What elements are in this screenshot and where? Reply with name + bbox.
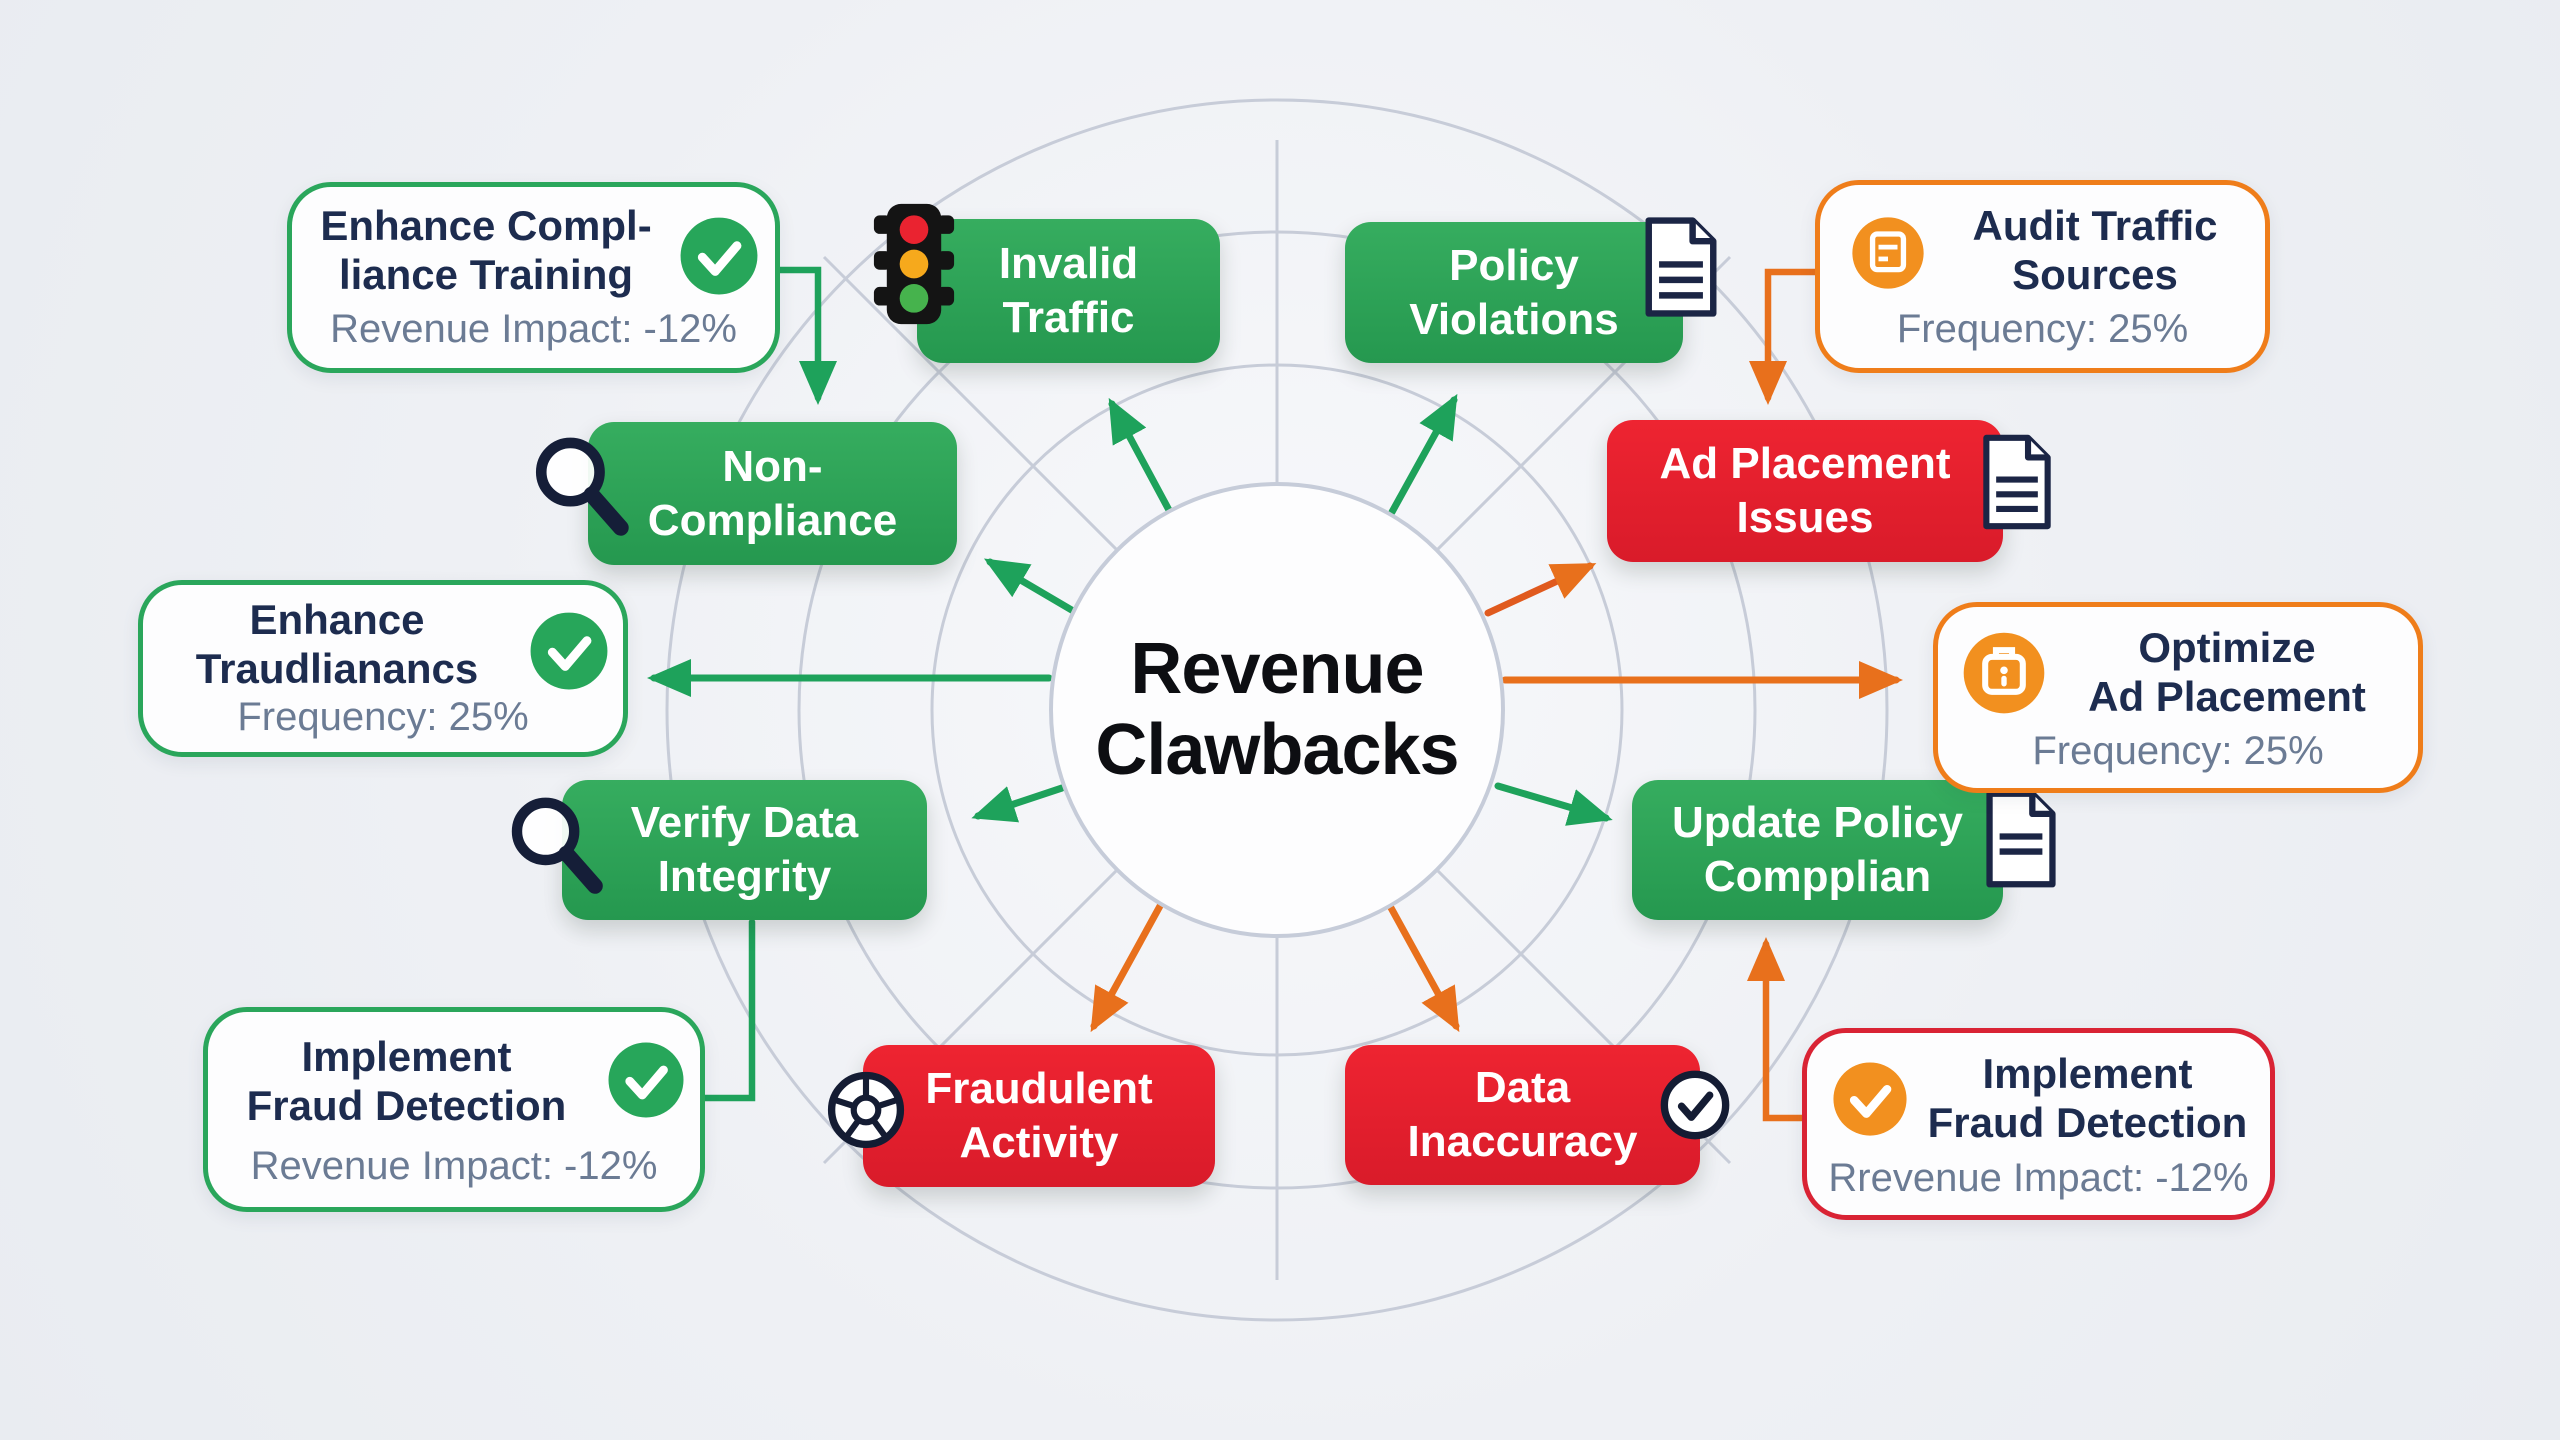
- callout-metric: Frequency: 25%: [2032, 729, 2324, 773]
- check-circle-green-icon: [528, 610, 610, 692]
- center-title: Revenue Clawbacks: [1095, 629, 1459, 790]
- center-node-revenue-clawbacks: Revenue Clawbacks: [1049, 482, 1505, 938]
- callout-metric: Frequency: 25%: [1896, 307, 2189, 351]
- callout-metric: Rrevenue Impact: -12%: [1828, 1156, 2249, 1200]
- check-circle-green-icon: [678, 215, 760, 297]
- node-label: Non-Compliance: [647, 441, 898, 545]
- check-circle-icon: [1657, 1065, 1733, 1145]
- magnifier-icon: [528, 432, 634, 544]
- callout-title: Enhance Compl-liance Training: [320, 202, 652, 299]
- callout-metric: Revenue Impact: -12%: [250, 1144, 658, 1188]
- briefcase-orange-icon: [1961, 630, 2047, 716]
- document-icon: [1641, 214, 1721, 320]
- traffic-light-icon: [871, 201, 957, 327]
- callout-metric: Revenue Impact: -12%: [330, 307, 737, 351]
- node-non-compliance: Non-Compliance: [535, 422, 957, 565]
- check-circle-green-icon: [606, 1040, 686, 1120]
- document-icon: [1982, 788, 2060, 890]
- magnifier-icon: [504, 792, 608, 902]
- check-circle-orange-icon: [1831, 1060, 1909, 1138]
- document-icon: [1979, 432, 2055, 532]
- clipboard-orange-icon: [1850, 215, 1926, 291]
- wheel-icon: [823, 1067, 909, 1153]
- callout-metric: Frequency: 25%: [237, 695, 529, 739]
- callout-enhance-compliance-training: Enhance Compl-liance Training Revenue Im…: [287, 182, 780, 373]
